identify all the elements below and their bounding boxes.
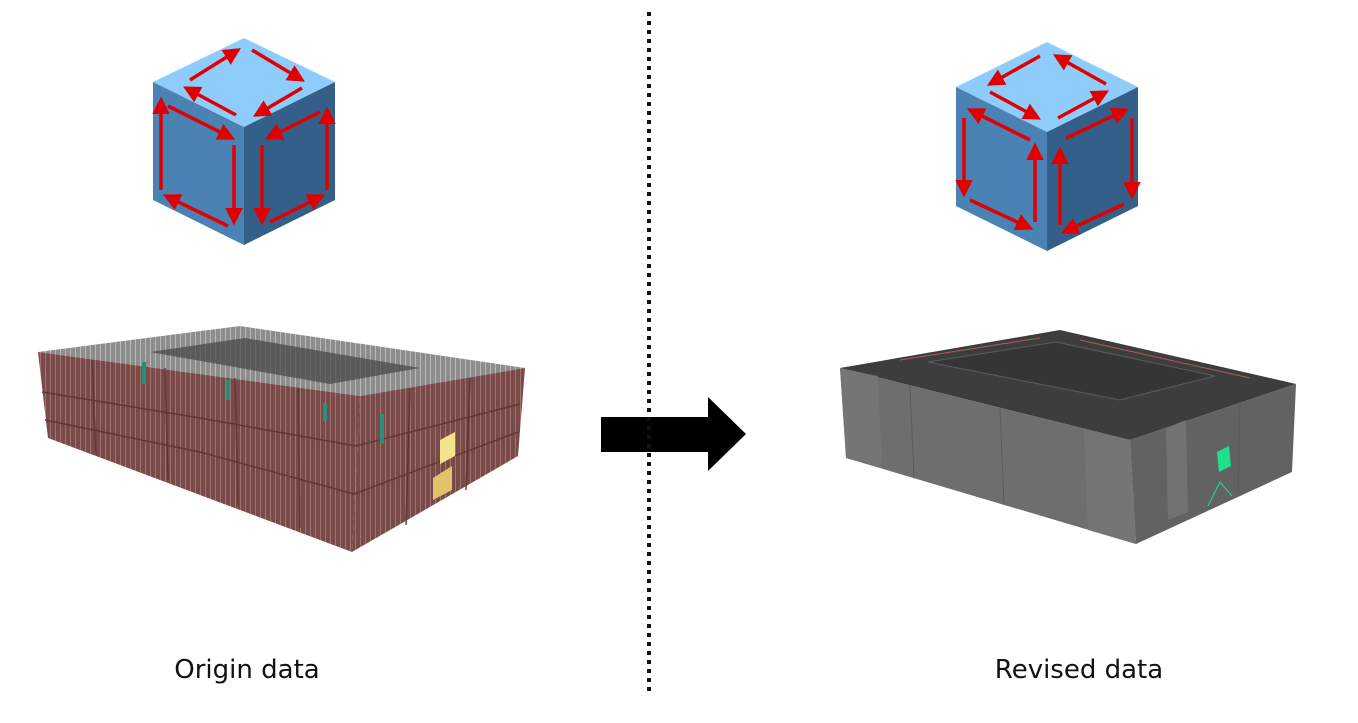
roof-courtyard	[150, 338, 420, 384]
building-front-wall	[840, 368, 1136, 544]
revised-building-model	[840, 330, 1296, 544]
roof-courtyard	[927, 341, 1216, 401]
highlighted-surface	[433, 466, 452, 500]
revised-data-label: Revised data	[994, 655, 1164, 685]
origin-normal-cube	[152, 38, 336, 245]
cube-top-face	[153, 38, 335, 127]
transition-arrow	[601, 397, 746, 471]
highlighted-surface	[1217, 446, 1231, 472]
normal-arrows	[152, 48, 336, 228]
cube-left-face	[956, 87, 1047, 251]
origin-data-label: Origin data	[174, 655, 320, 685]
building-side-wall	[352, 368, 525, 552]
highlighted-surface	[440, 432, 455, 464]
window	[142, 362, 146, 384]
normal-arrows	[955, 54, 1141, 235]
origin-building-model	[38, 326, 525, 552]
revised-normal-cube	[955, 42, 1141, 251]
window	[380, 414, 384, 444]
window	[323, 403, 327, 421]
window	[226, 380, 230, 400]
